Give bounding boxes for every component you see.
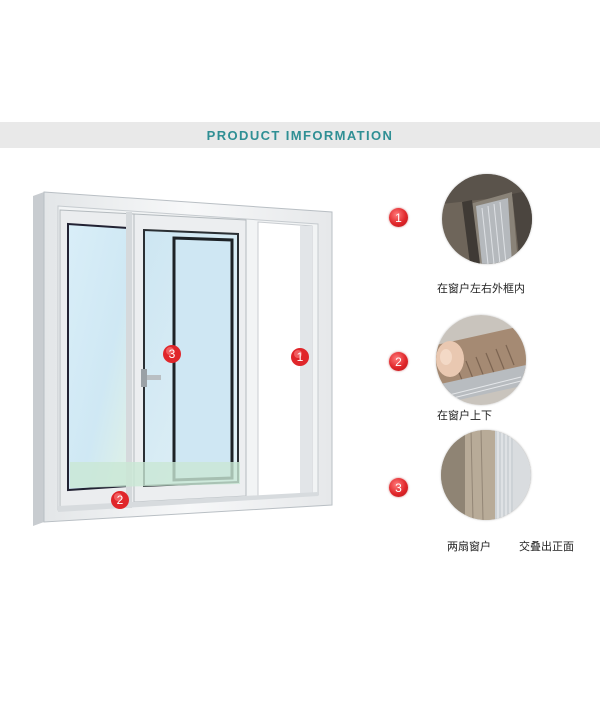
window-marker-2: 2	[111, 491, 129, 509]
detail-marker-3-label: 3	[395, 480, 402, 495]
detail-caption-3-left: 两扇窗户	[447, 540, 491, 553]
detail-marker-2: 2	[389, 352, 408, 371]
svg-text:3: 3	[169, 347, 176, 361]
window-marker-1: 1	[291, 348, 309, 366]
detail-caption-3-right: 交叠出正面	[519, 540, 574, 553]
svg-text:2: 2	[117, 493, 124, 507]
brush-seal-fingers-photo-icon	[436, 315, 526, 405]
detail-marker-2-label: 2	[395, 354, 402, 369]
brush-seal-frame-photo-icon	[442, 174, 532, 264]
brush-seal-overlap-photo-icon	[441, 430, 531, 520]
svg-text:1: 1	[297, 350, 304, 364]
detail-marker-3: 3	[389, 478, 408, 497]
banner-title: PRODUCT IMFORMATION	[206, 127, 394, 143]
product-info-banner: PRODUCT IMFORMATION	[0, 122, 600, 148]
window-marker-3: 3	[163, 345, 181, 363]
detail-marker-1-label: 1	[395, 210, 402, 225]
detail-caption-1: 在窗户左右外框内	[437, 282, 525, 295]
detail-caption-2: 在窗户上下	[437, 409, 492, 422]
detail-marker-1: 1	[389, 208, 408, 227]
